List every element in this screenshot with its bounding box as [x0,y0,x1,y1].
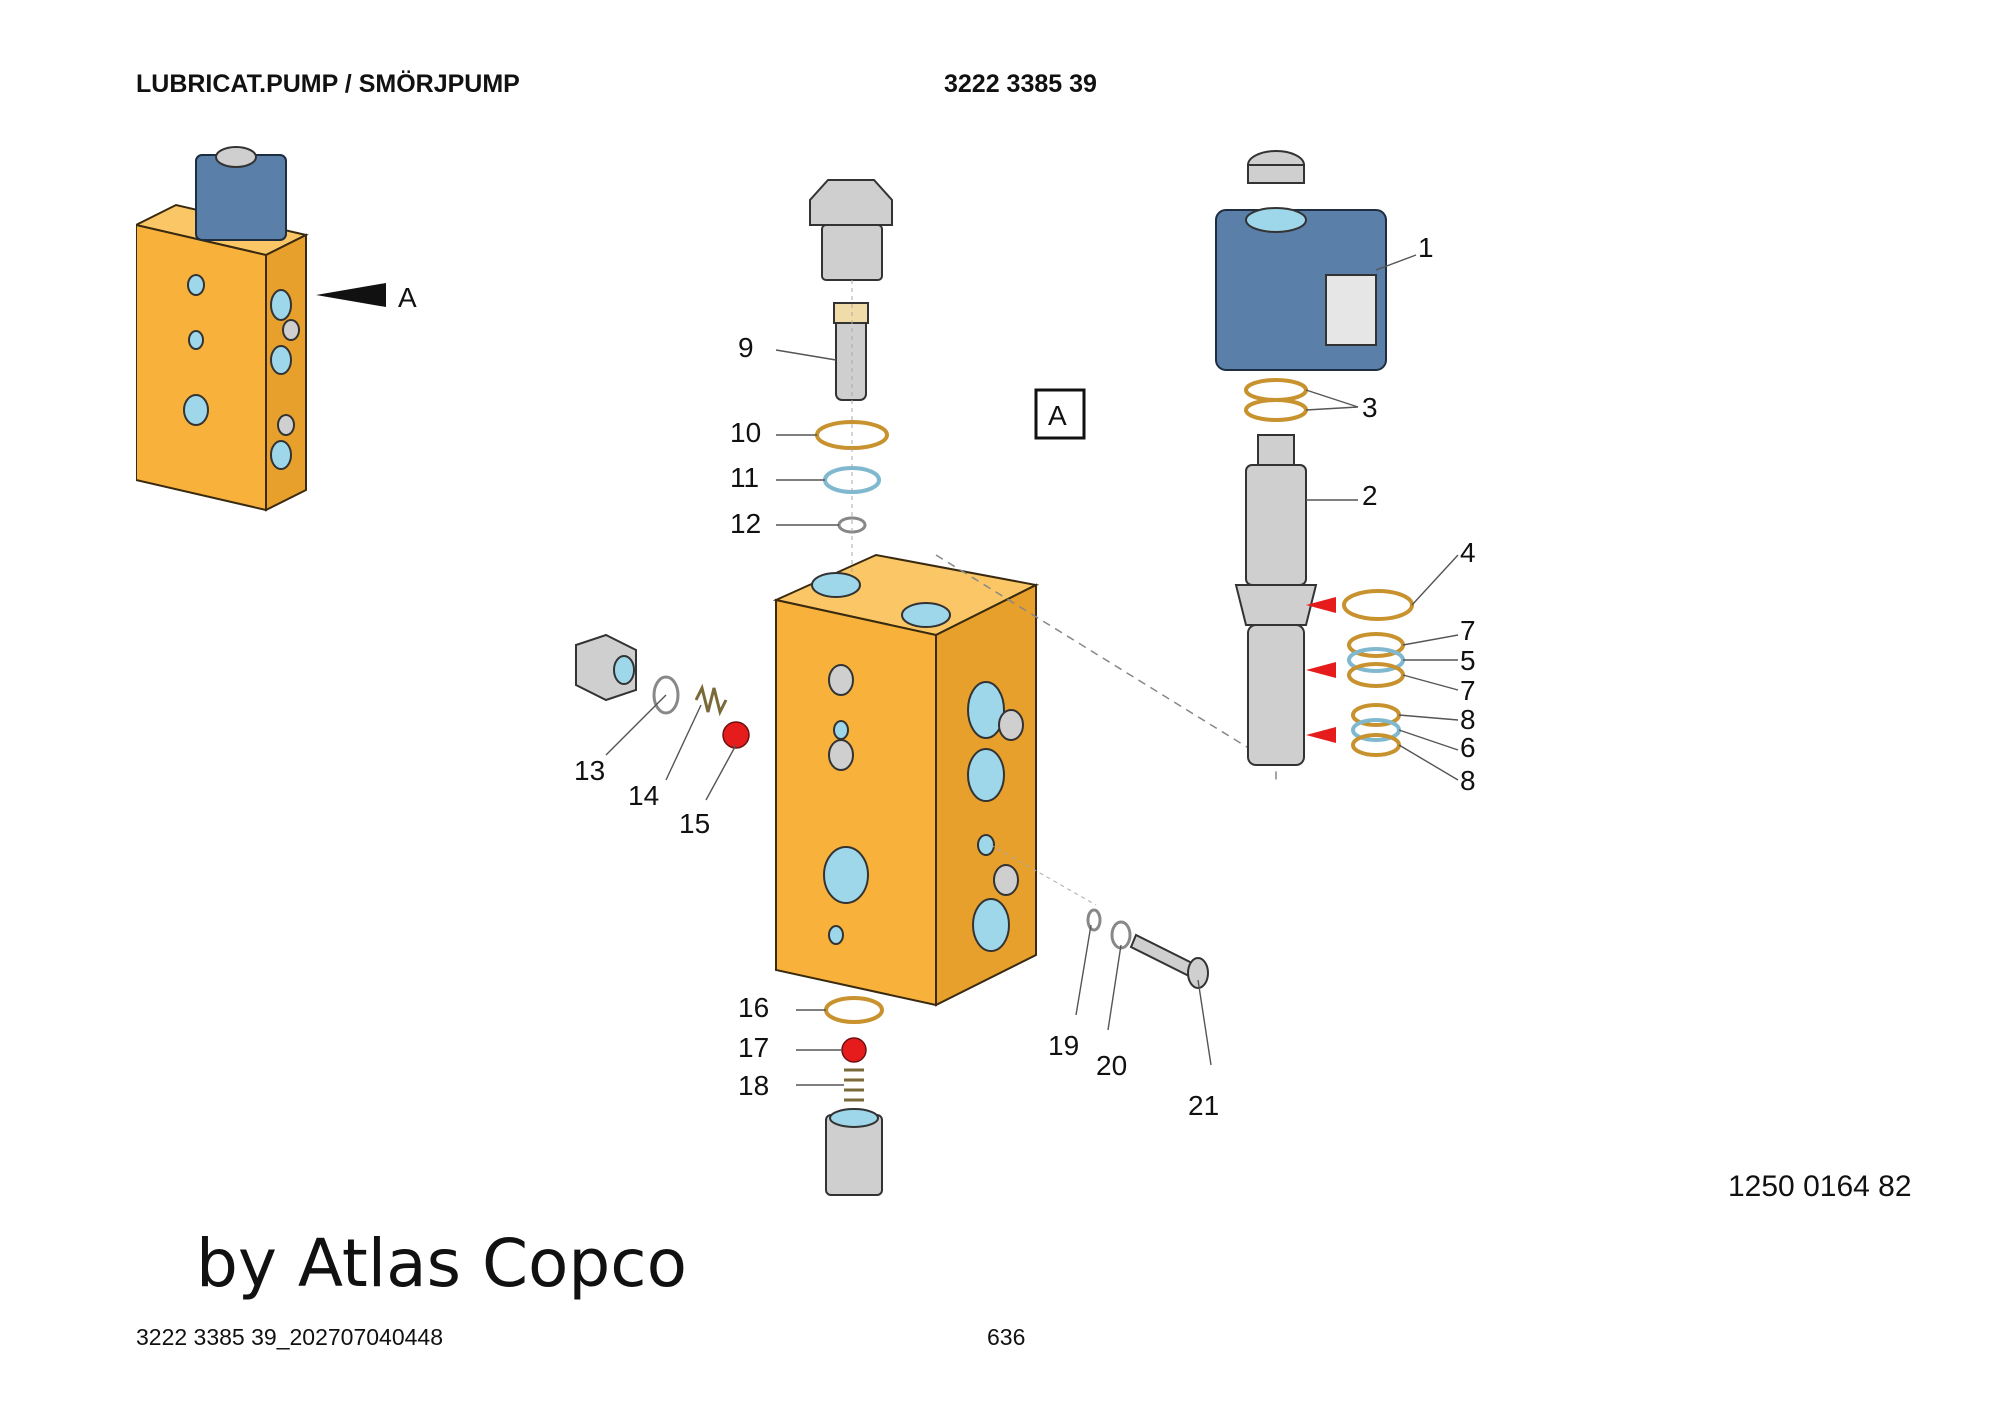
overview-assembly: A [136,146,417,512]
view-box [1034,388,1086,440]
callout-16: 16 [738,992,769,1023]
callout-8a: 8 [1460,704,1476,735]
view-arrow-icon [316,283,386,307]
callout-19: 19 [1048,1030,1079,1061]
callout-1: 1 [1418,232,1434,263]
callout-2: 2 [1362,480,1378,511]
callout-13: 13 [574,755,605,786]
page-title: LUBRICAT.PUMP / SMÖRJPUMP [136,70,520,98]
callout-14: 14 [628,780,659,811]
callout-6: 6 [1460,732,1476,763]
top-plug-stack [809,179,893,575]
view-label: A [398,282,417,313]
check-ball-15 [722,721,750,749]
check-ball-17 [841,1037,867,1063]
watermark: by Atlas Copco [196,1225,687,1302]
callout-7b: 7 [1460,675,1476,706]
callout-17: 17 [738,1032,769,1063]
callout-11: 11 [730,462,759,493]
solenoid-cartridge-stack [1215,150,1414,766]
callout-21: 21 [1188,1090,1219,1121]
callout-4: 4 [1460,537,1476,568]
callout-8b: 8 [1460,765,1476,796]
callout-5: 5 [1460,645,1476,676]
view-box-label: A [1048,400,1067,431]
page-number: 636 [987,1324,1026,1350]
leader-lines [605,254,1459,1086]
overview-solenoid-coil [195,154,287,241]
drawing-number: 1250 0164 82 [1728,1170,1912,1203]
callout-9: 9 [738,332,754,363]
callout-3: 3 [1362,392,1378,423]
valve-block [772,553,1040,1007]
callout-12: 12 [730,508,761,539]
callout-numbers: 1 2 3 4 5 6 7 7 8 8 9 10 11 12 13 14 15 … [574,232,1476,1121]
callout-15: 15 [679,808,710,839]
exploded-parts-diagram: A A [136,146,1476,1196]
callout-20: 20 [1096,1050,1127,1081]
callout-7a: 7 [1460,615,1476,646]
side-plug-stack [575,633,750,749]
footer-reference: 3222 3385 39_202707040448 [136,1324,443,1350]
callout-18: 18 [738,1070,769,1101]
callout-10: 10 [730,417,761,448]
bottom-plug-stack [824,996,884,1196]
side-pin-stack [990,844,1209,989]
document-number: 3222 3385 39 [944,70,1097,98]
